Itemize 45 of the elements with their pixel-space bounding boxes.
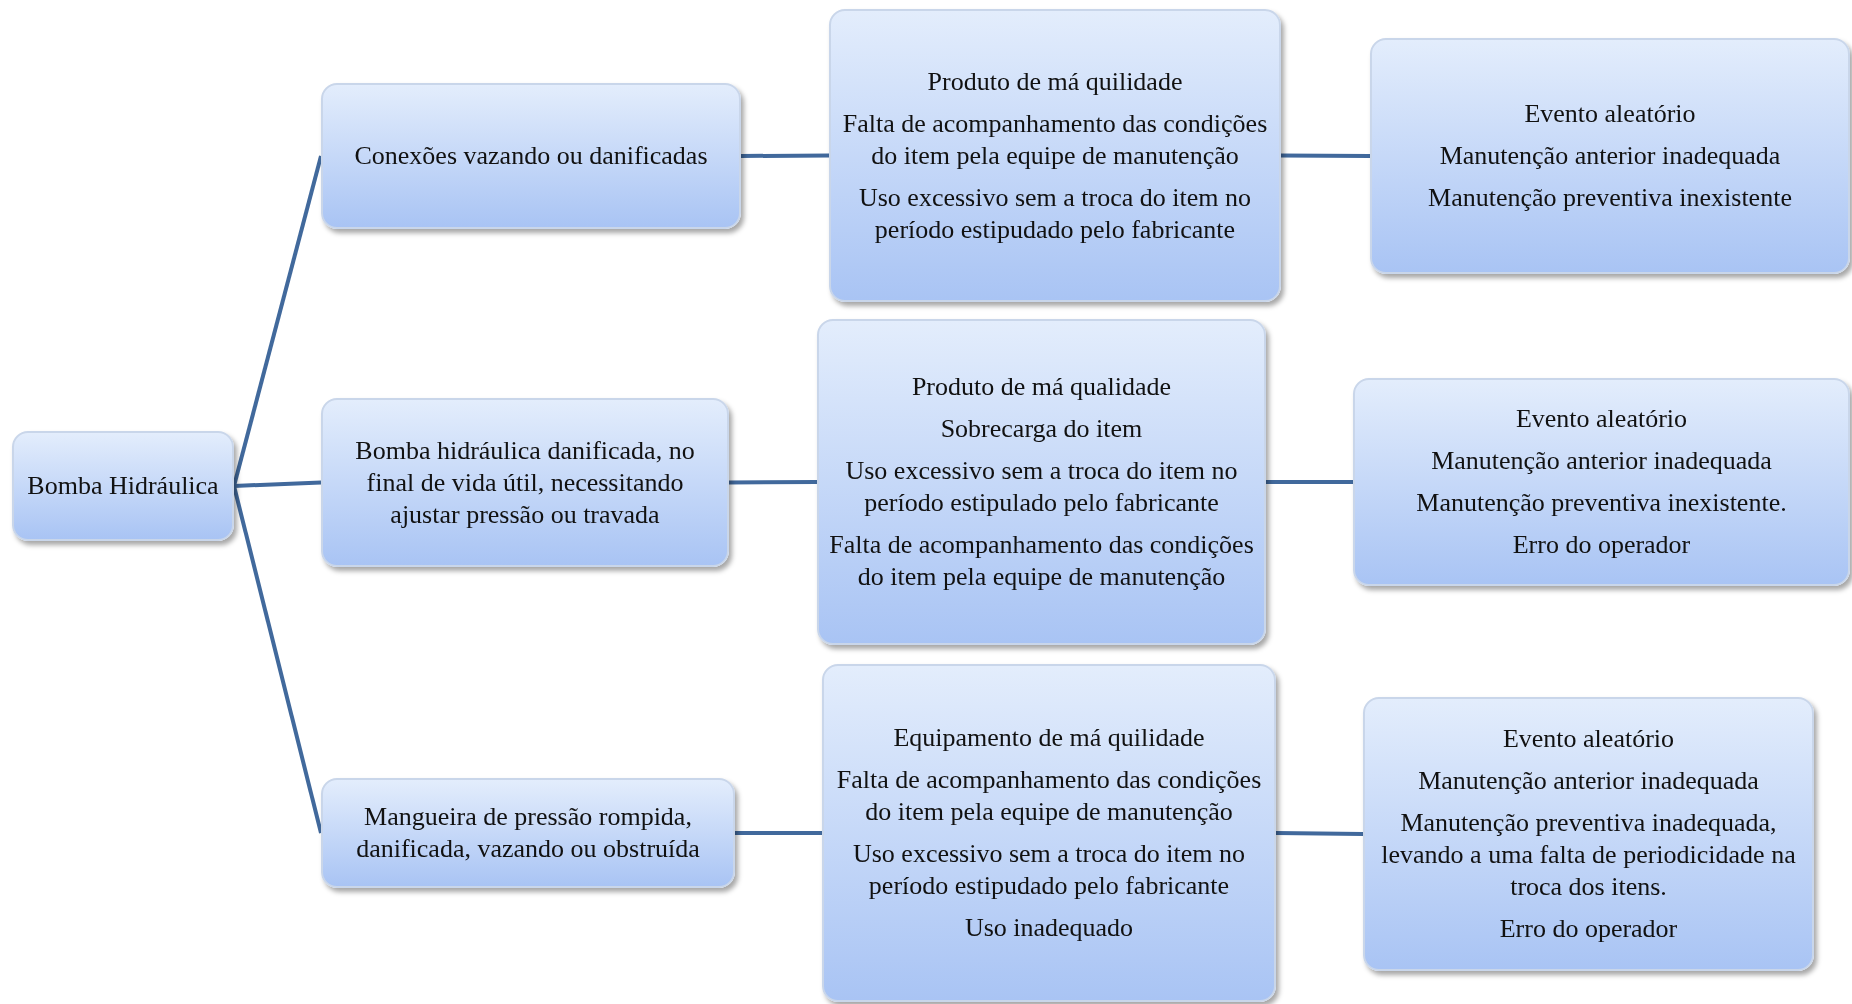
cause-box [817, 319, 1266, 645]
cause-text: Bomba Hidráulica [27, 470, 219, 502]
cause-text: Sobrecarga do item [940, 413, 1143, 445]
cause-text: Erro do operador [1499, 913, 1678, 945]
cause-text: Manutenção anterior inadequada [1418, 765, 1759, 797]
cause-text: Evento aleatório [1515, 403, 1688, 435]
cause-text: Manutenção anterior inadequada [1439, 140, 1781, 172]
cause-text: Conexões vazando ou danificadas [354, 140, 708, 172]
cause-text: Produto de má qualidade [911, 371, 1172, 403]
cause-box [321, 83, 741, 229]
connector-line [232, 485, 323, 834]
connector-line [1281, 153, 1370, 158]
cause-text: Falta de acompanhamento das condições do item pela equipe de manutenção [841, 107, 1269, 172]
cause-box [1370, 38, 1850, 274]
cause-box [12, 431, 234, 541]
cause-text: Mangueira de pressão rompida, danificada, vazando ou obstruída [355, 801, 701, 865]
cause-text: Manutenção preventiva inexistente [1428, 182, 1792, 214]
cause-text: Falta de acompanhamento das condições do item pela equipe de manutenção [829, 529, 1254, 593]
cause-text: Uso excessivo sem a troca do item no período estipudado pelo fabricante [851, 838, 1247, 902]
connector-line [233, 480, 322, 488]
cause-text: Manutenção preventiva inadequada, levando a uma falta de periodicidade na troca dos itens. [1380, 807, 1797, 903]
cause-text: Uso excessivo sem a troca do item no período estipulado pelo fabricante [844, 455, 1239, 519]
connector-line [232, 155, 323, 487]
connector-line [735, 831, 822, 835]
cause-text: Equipamento de má quilidade [893, 722, 1205, 754]
cause-box [829, 9, 1281, 302]
cause-text: Erro do operador [1512, 529, 1691, 561]
cause-box [321, 778, 735, 888]
cause-box [321, 398, 729, 567]
cause-text: Falta de acompanhamento das condições do item pela equipe de manutenção [835, 764, 1263, 828]
cause-text: Uso inadequado [964, 912, 1134, 944]
cause-text: Evento aleatório [1502, 723, 1675, 755]
cause-text: Manutenção anterior inadequada [1431, 445, 1772, 477]
connector-line [1275, 831, 1364, 836]
connector-line [741, 153, 829, 158]
cause-box [1363, 697, 1814, 971]
cause-box [1353, 378, 1850, 586]
cause-text: Evento aleatório [1524, 98, 1696, 130]
cause-text: Bomba hidráulica danificada, no final de vida útil, necessitando ajustar pressão ou travada [354, 434, 696, 531]
connector-line [1266, 480, 1353, 484]
cause-text: Manutenção preventiva inexistente. [1416, 487, 1787, 519]
cause-text: Uso excessivo sem a troca do item no período estipudado pelo fabricante [857, 181, 1253, 246]
connector-line [729, 480, 817, 485]
cause-box [822, 664, 1276, 1002]
cause-text: Produto de má quilidade [927, 65, 1183, 98]
